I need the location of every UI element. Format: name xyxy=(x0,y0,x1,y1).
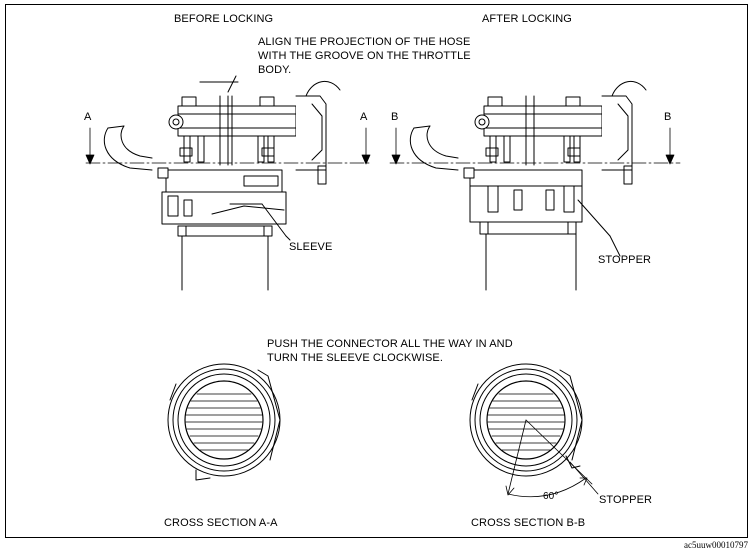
align-note-line3: BODY. xyxy=(258,64,292,76)
angle-label: 60° xyxy=(543,491,559,502)
figure-frame xyxy=(5,4,748,538)
section-line-b xyxy=(389,127,681,165)
align-note-line2: WITH THE GROOVE ON THE THROTTLE xyxy=(258,50,471,62)
caption-section-aa: CROSS SECTION A-A xyxy=(164,517,278,529)
align-note-line1: ALIGN THE PROJECTION OF THE HOSE xyxy=(258,36,471,48)
after-locking-assembly xyxy=(409,81,647,291)
after-locking-title: AFTER LOCKING xyxy=(482,13,572,25)
section-line-a xyxy=(85,127,373,165)
stopper-callout-bottom: STOPPER xyxy=(599,494,653,506)
sleeve-callout: SLEEVE xyxy=(289,241,333,253)
caption-section-bb: CROSS SECTION B-B xyxy=(471,517,586,529)
section-mark-b-left: B xyxy=(391,111,399,123)
figure-code: ac5uuw00010797 xyxy=(684,540,748,550)
section-mark-a-right: A xyxy=(360,111,368,123)
before-locking-assembly xyxy=(103,75,341,291)
push-note-line1: PUSH THE CONNECTOR ALL THE WAY IN AND xyxy=(267,338,513,350)
cross-section-bb xyxy=(469,363,599,498)
push-note-line2: TURN THE SLEEVE CLOCKWISE. xyxy=(267,352,443,364)
cross-section-aa xyxy=(167,363,281,481)
stopper-callout-top: STOPPER xyxy=(598,254,652,266)
section-mark-b-right: B xyxy=(664,111,672,123)
before-locking-title: BEFORE LOCKING xyxy=(174,13,274,25)
section-mark-a-left: A xyxy=(84,111,92,123)
